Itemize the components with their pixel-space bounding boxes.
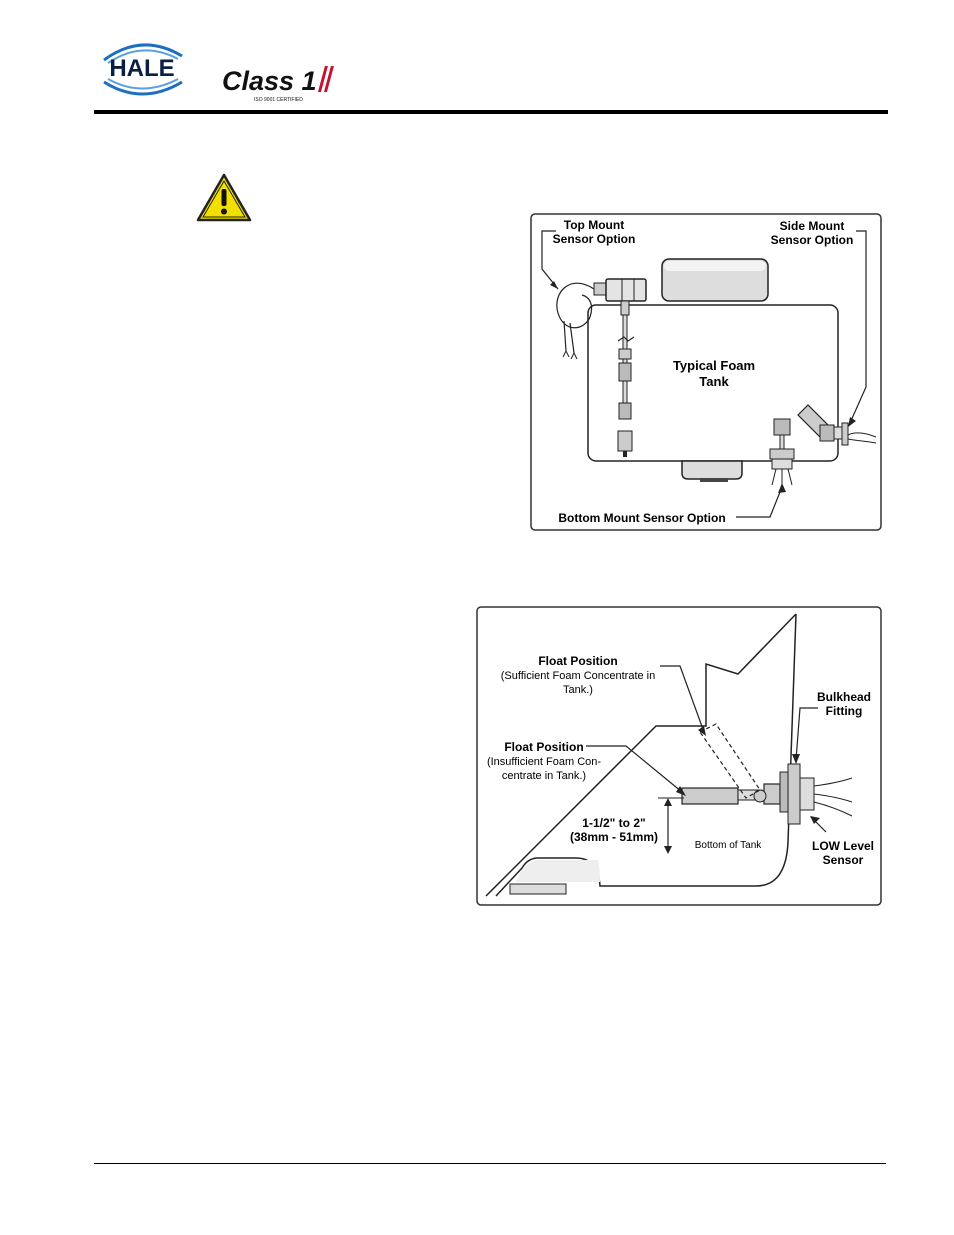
footer-rule — [94, 1163, 886, 1164]
top-mount-label-line1: Top Mount — [564, 218, 624, 232]
side-mount-label-line2: Sensor Option — [771, 233, 854, 247]
warning-triangle-icon — [196, 173, 252, 223]
float-sufficient-title: Float Position — [538, 654, 617, 668]
float-insufficient-line1: (Insufficient Foam Con- — [487, 756, 601, 768]
class1-logo-text: Class 1 — [222, 66, 317, 96]
side-mount-label-line1: Side Mount — [780, 219, 845, 233]
float-insufficient-line2: centrate in Tank.) — [502, 770, 586, 782]
float-sufficient-line2: Tank.) — [563, 684, 593, 696]
bulkhead-label-line1: Bulkhead — [817, 690, 871, 704]
tank-label-line1: Typical Foam — [673, 358, 755, 373]
low-level-label-line1: LOW Level — [812, 839, 874, 853]
hale-logo-text: HALE — [109, 55, 174, 82]
float-position-figure: Float Position (Sufficient Foam Concentr… — [476, 606, 882, 906]
low-level-label-line2: Sensor — [823, 853, 864, 867]
dimension-label-line2: (38mm - 51mm) — [570, 830, 658, 844]
top-mount-label-line2: Sensor Option — [553, 232, 636, 246]
class1-logo: Class 1 ISO 9001 CERTIFIED — [220, 62, 346, 104]
dimension-label-line1: 1-1/2" to 2" — [582, 816, 645, 830]
bulkhead-label-line2: Fitting — [826, 704, 863, 718]
float-sufficient-line1: (Sufficient Foam Concentrate in — [501, 670, 655, 682]
tank-label-line2: Tank — [699, 374, 729, 389]
sensor-options-figure: Top Mount Sensor Option Side Mount Senso… — [530, 213, 882, 531]
float-insufficient-title: Float Position — [504, 740, 583, 754]
bottom-mount-label: Bottom Mount Sensor Option — [558, 511, 725, 525]
class1-tagline: ISO 9001 CERTIFIED — [254, 97, 303, 103]
bottom-of-tank-label: Bottom of Tank — [695, 840, 763, 851]
header-rule — [94, 110, 888, 114]
hale-logo: HALE — [94, 36, 190, 100]
